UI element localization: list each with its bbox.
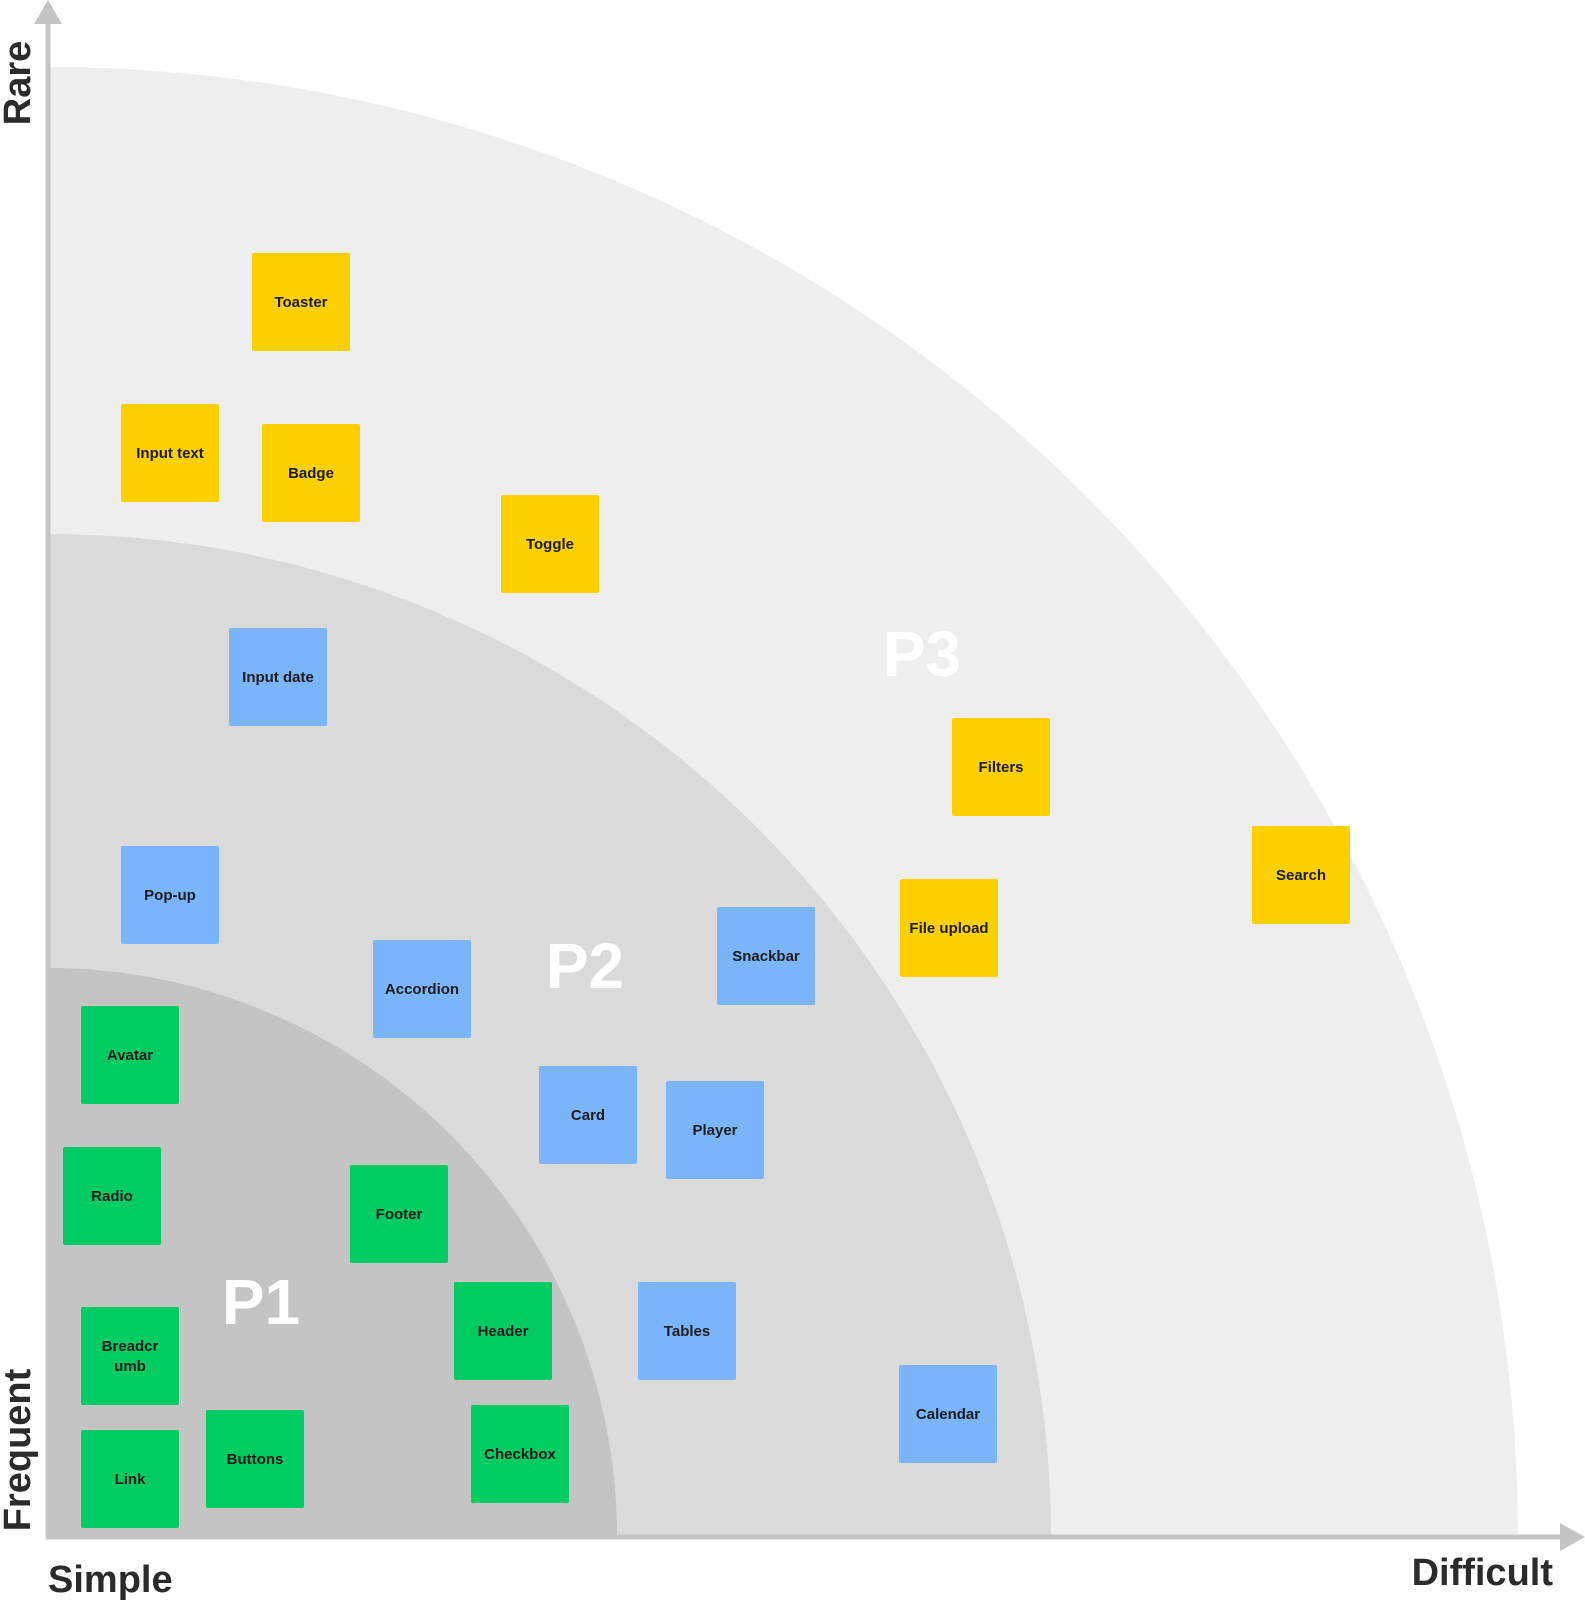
sticky-note-label: Card	[571, 1107, 605, 1124]
sticky-note-filters[interactable]: Filters	[952, 718, 1050, 816]
sticky-note-link[interactable]: Link	[81, 1430, 179, 1528]
sticky-note-label: Tables	[664, 1323, 710, 1340]
sticky-note-pop-up[interactable]: Pop-up	[121, 846, 219, 944]
sticky-note-background	[666, 1081, 764, 1179]
sticky-note-footer[interactable]: Footer	[350, 1165, 448, 1263]
sticky-note-checkbox[interactable]: Checkbox	[471, 1405, 569, 1503]
sticky-note-label: Search	[1276, 867, 1326, 884]
sticky-note-background	[1252, 826, 1350, 924]
sticky-note-player[interactable]: Player	[666, 1081, 764, 1179]
sticky-note-label: Input date	[242, 669, 314, 686]
sticky-note-label: Pop-up	[144, 887, 196, 904]
sticky-note-breadcrumb[interactable]: Breadcr umb	[81, 1307, 179, 1405]
sticky-note-tables[interactable]: Tables	[638, 1282, 736, 1380]
sticky-note-background	[471, 1405, 569, 1503]
sticky-note-label: Avatar	[107, 1047, 153, 1064]
sticky-note-input-text[interactable]: Input text	[121, 404, 219, 502]
sticky-note-label: Footer	[376, 1206, 423, 1223]
sticky-note-label: File upload	[909, 920, 988, 937]
sticky-note-label: Buttons	[227, 1451, 284, 1468]
sticky-note-background	[717, 907, 815, 1005]
sticky-note-label: Snackbar	[732, 948, 800, 965]
sticky-note-background	[350, 1165, 448, 1263]
sticky-note-background	[206, 1410, 304, 1508]
sticky-note-background	[638, 1282, 736, 1380]
sticky-note-background	[121, 846, 219, 944]
sticky-note-search[interactable]: Search	[1252, 826, 1350, 924]
sticky-note-background	[262, 424, 360, 522]
sticky-note-background	[454, 1282, 552, 1380]
sticky-note-label: Calendar	[916, 1406, 980, 1423]
y-axis-bottom-label: Frequent	[0, 1368, 39, 1531]
sticky-note-label: Filters	[978, 759, 1023, 776]
sticky-note-avatar[interactable]: Avatar	[81, 1006, 179, 1104]
sticky-note-background	[252, 253, 350, 351]
axes	[34, 0, 1585, 1551]
sticky-note-label: Radio	[91, 1188, 133, 1205]
x-axis-arrow-icon	[1560, 1523, 1585, 1551]
sticky-note-snackbar[interactable]: Snackbar	[717, 907, 815, 1005]
sticky-note-label: Player	[692, 1122, 737, 1139]
x-axis-right-label: Difficult	[1412, 1552, 1554, 1594]
sticky-note-label: umb	[114, 1358, 146, 1375]
sticky-note-radio[interactable]: Radio	[63, 1147, 161, 1245]
sticky-note-background	[63, 1147, 161, 1245]
sticky-note-background	[81, 1006, 179, 1104]
sticky-note-label: Link	[115, 1471, 146, 1488]
sticky-note-background	[121, 404, 219, 502]
sticky-note-label: Badge	[288, 465, 334, 482]
zone-p1-area	[48, 968, 617, 1537]
sticky-note-header[interactable]: Header	[454, 1282, 552, 1380]
sticky-note-toaster[interactable]: Toaster	[252, 253, 350, 351]
sticky-note-label: Header	[478, 1323, 529, 1340]
sticky-note-background	[501, 495, 599, 593]
y-axis-arrow-icon	[34, 0, 62, 24]
sticky-note-background	[899, 1365, 997, 1463]
sticky-note-background	[900, 879, 998, 977]
x-axis-left-label: Simple	[48, 1559, 173, 1600]
sticky-note-background	[229, 628, 327, 726]
sticky-note-buttons[interactable]: Buttons	[206, 1410, 304, 1508]
sticky-note-label: Accordion	[385, 981, 459, 998]
sticky-note-badge[interactable]: Badge	[262, 424, 360, 522]
zone-p3-label: P3	[883, 618, 961, 690]
sticky-note-calendar[interactable]: Calendar	[899, 1365, 997, 1463]
sticky-note-accordion[interactable]: Accordion	[373, 940, 471, 1038]
sticky-note-background	[81, 1430, 179, 1528]
sticky-note-toggle[interactable]: Toggle	[501, 495, 599, 593]
sticky-note-label: Breadcr	[102, 1338, 159, 1355]
sticky-note-background	[539, 1066, 637, 1164]
sticky-note-background	[373, 940, 471, 1038]
y-axis-top-label: Rare	[0, 41, 39, 126]
zone-p1-label: P1	[222, 1266, 300, 1338]
zone-p2-label: P2	[546, 930, 624, 1002]
sticky-note-label: Checkbox	[484, 1446, 556, 1463]
sticky-note-label: Toaster	[274, 294, 327, 311]
sticky-note-file-upload[interactable]: File upload	[900, 879, 998, 977]
sticky-note-background	[952, 718, 1050, 816]
sticky-note-label: Input text	[136, 445, 204, 462]
sticky-note-input-date[interactable]: Input date	[229, 628, 327, 726]
sticky-note-background	[81, 1307, 179, 1405]
sticky-note-card[interactable]: Card	[539, 1066, 637, 1164]
sticky-note-label: Toggle	[526, 536, 574, 553]
